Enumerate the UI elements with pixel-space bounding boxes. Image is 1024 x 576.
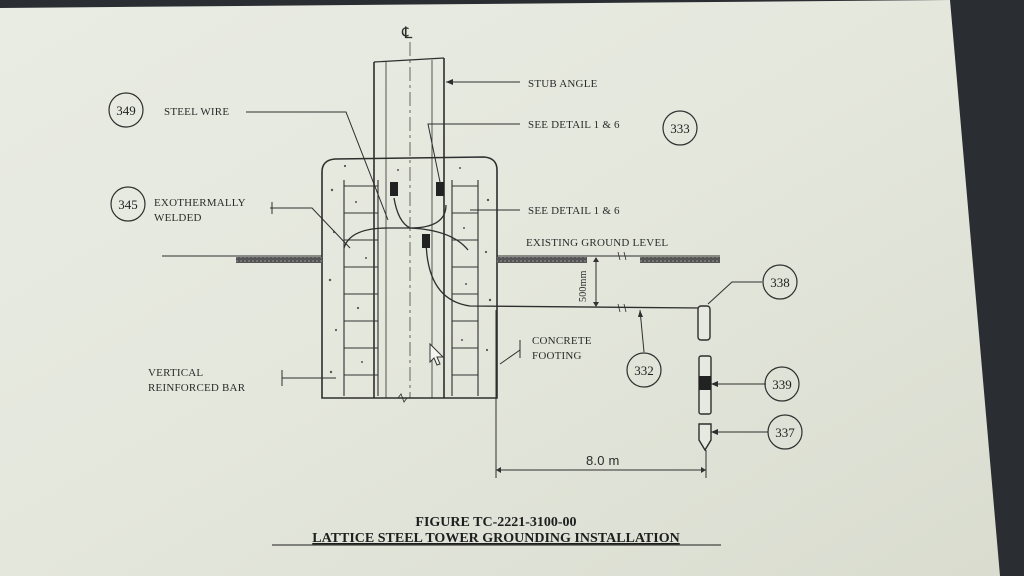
leader-lines [246, 81, 768, 433]
figure-title: LATTICE STEEL TOWER GROUNDING INSTALLATI… [312, 531, 679, 546]
depth-label: 500mm [578, 270, 589, 302]
rod-coupler [699, 376, 711, 390]
callout-333-text: 333 [670, 121, 690, 136]
ground-rod-upper [697, 305, 711, 341]
vertical-label: VERTICAL [148, 367, 203, 379]
see-detail-top-label: SEE DETAIL 1 & 6 [528, 119, 620, 131]
figure-number: FIGURE TC-2221-3100-00 [415, 515, 576, 530]
callout-332: 332 [626, 352, 662, 388]
callout-332-text: 332 [634, 363, 654, 378]
callout-333: 333 [662, 110, 698, 146]
callout-337-text: 337 [775, 425, 795, 440]
distance-label: 8.0 m [586, 453, 620, 468]
callout-339-text: 339 [772, 377, 792, 392]
callout-345: 345 [110, 186, 146, 222]
leader-arrows [446, 79, 718, 435]
depth-dimension [593, 257, 599, 307]
mouse-cursor-icon [429, 342, 445, 366]
stub-angle-label: STUB ANGLE [528, 78, 598, 90]
exothermally-label: EXOTHERMALLY [154, 197, 246, 209]
centerline-symbol: ℄ [401, 25, 413, 42]
callout-349-text: 349 [116, 103, 136, 118]
existing-ground-label: EXISTING GROUND LEVEL [526, 237, 668, 249]
ground-rod-tip [698, 423, 712, 452]
ground-level [162, 251, 720, 263]
welded-label: WELDED [154, 212, 202, 224]
callout-338-text: 338 [770, 275, 790, 290]
steel-wire-label: STEEL WIRE [164, 106, 229, 118]
see-detail-mid-label: SEE DETAIL 1 & 6 [528, 205, 620, 217]
callout-337: 337 [767, 414, 803, 450]
paper-area [0, 0, 1000, 576]
callout-339: 339 [764, 366, 800, 402]
callout-338: 338 [762, 264, 798, 300]
concrete-footing [321, 156, 498, 403]
ground-rods [697, 305, 712, 452]
steel-wire [343, 182, 703, 313]
footing-label: FOOTING [532, 350, 582, 362]
distance-dimension [495, 310, 707, 478]
concrete-label: CONCRETE [532, 335, 592, 347]
stub-angle [373, 42, 445, 398]
reinforced-bar-label: REINFORCED BAR [148, 382, 246, 394]
callout-345-text: 345 [118, 197, 138, 212]
callout-349: 349 [108, 92, 144, 128]
